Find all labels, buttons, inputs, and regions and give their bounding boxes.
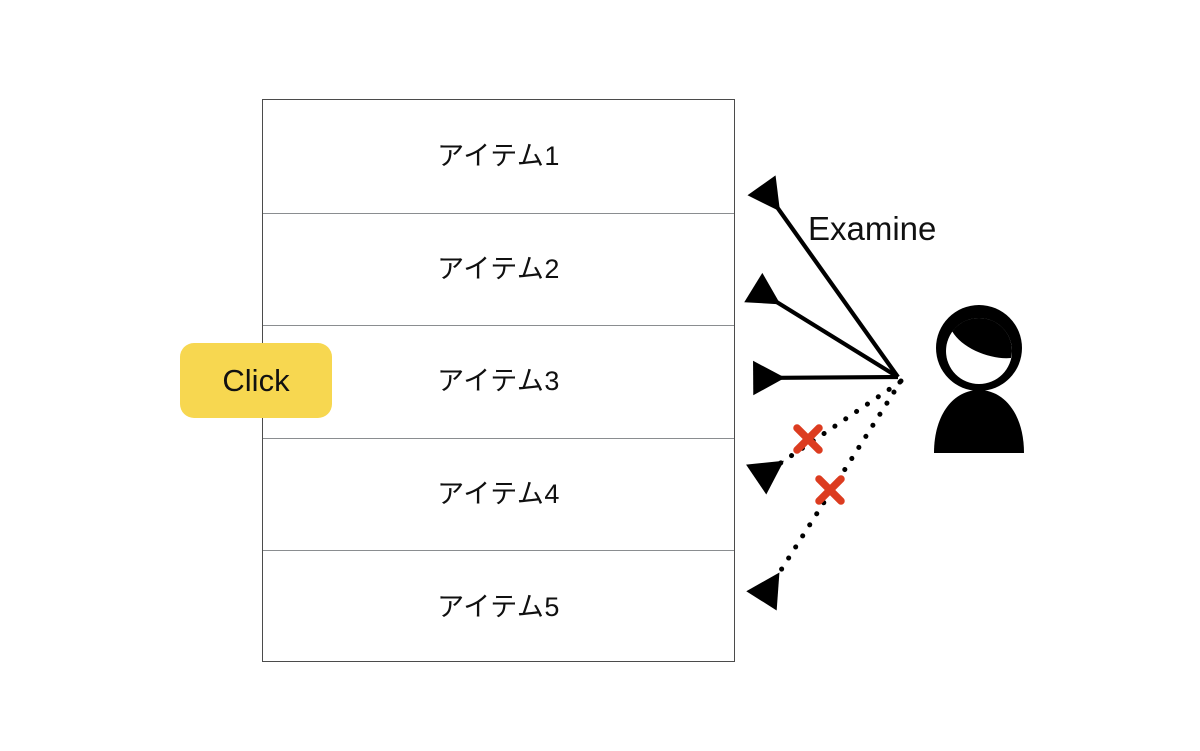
list-item[interactable]: アイテム5 — [263, 550, 734, 663]
examine-arrow-item4 — [746, 379, 903, 495]
blocked-x-icon — [815, 475, 845, 505]
examine-arrow-item3 — [753, 360, 899, 396]
list-item[interactable]: アイテム3 — [263, 325, 734, 438]
examine-arrow-item5 — [746, 378, 904, 611]
examine-arrow-item2 — [744, 272, 900, 379]
list-item[interactable]: アイテム4 — [263, 437, 734, 551]
list-item-label: アイテム3 — [437, 366, 560, 397]
person-icon — [934, 305, 1024, 453]
list-item-label: アイテム5 — [437, 591, 560, 622]
click-badge-label: Click — [222, 363, 290, 398]
list-item-label: アイテム2 — [437, 253, 560, 284]
list-item[interactable]: アイテム1 — [263, 100, 734, 213]
list-item[interactable]: アイテム2 — [263, 212, 734, 326]
list-item-label: アイテム4 — [437, 479, 560, 510]
blocked-x-icon — [793, 424, 823, 454]
list-item-label: アイテム1 — [437, 140, 560, 171]
click-badge[interactable]: Click — [180, 343, 332, 418]
item-list: アイテム1 アイテム2 アイテム3 アイテム4 アイテム5 — [262, 99, 735, 662]
examine-label: Examine — [808, 210, 937, 247]
